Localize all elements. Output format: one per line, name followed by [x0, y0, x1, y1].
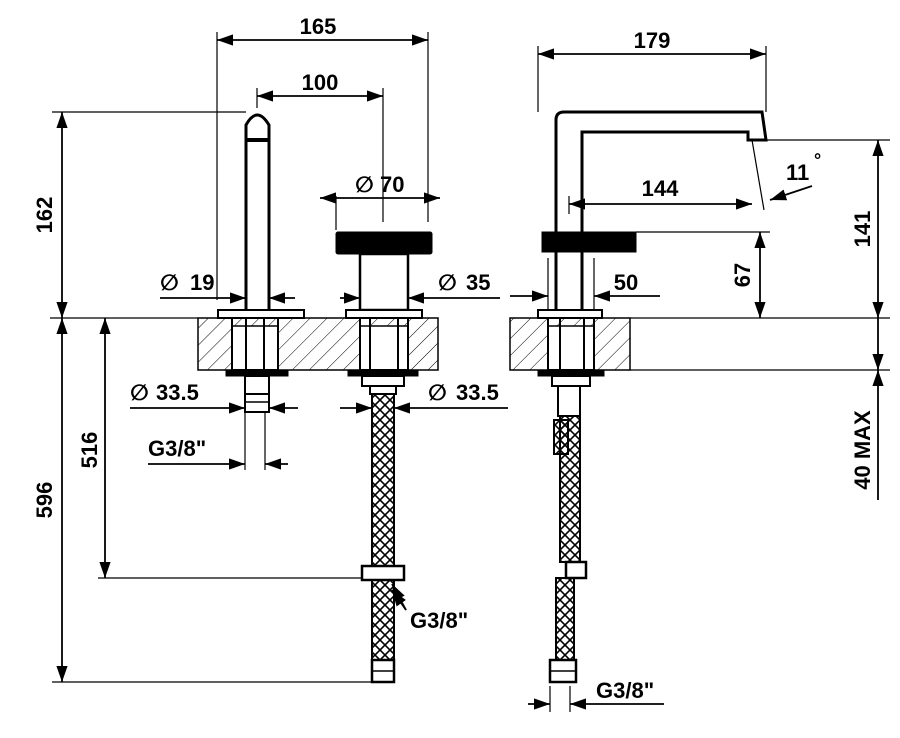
- label-19: 19: [190, 270, 214, 295]
- deck-section-front: [197, 317, 439, 371]
- dim-thread-middle: G3/8": [391, 583, 468, 633]
- label-thread-right: G3/8": [596, 678, 654, 703]
- dim-141: 141: [766, 139, 890, 318]
- diameter-symbol-35: ∅: [438, 270, 457, 295]
- label-thread-middle: G3/8": [410, 608, 468, 633]
- label-162: 162: [32, 197, 57, 234]
- dim-144: 144: [568, 176, 752, 214]
- dim-diameter-35: ∅ 35: [340, 270, 500, 304]
- dim-516: 516: [77, 318, 362, 579]
- handle-front: [335, 231, 433, 395]
- dim-diameter-19: ∅ 19: [160, 270, 295, 304]
- dim-165: 165: [216, 14, 429, 300]
- spout-front: [217, 113, 305, 413]
- dim-50: 50: [510, 258, 660, 310]
- label-70: 70: [380, 172, 404, 197]
- dim-thread-left: G3/8": [148, 412, 288, 470]
- dim-162: 162: [32, 111, 246, 318]
- label-11: 11: [786, 160, 809, 185]
- dim-100: 100: [256, 70, 384, 222]
- dim-thread-right: G3/8": [528, 678, 664, 712]
- label-50: 50: [614, 270, 638, 295]
- label-516: 516: [77, 432, 102, 469]
- label-33-5-right: 33.5: [456, 380, 499, 405]
- label-67: 67: [730, 263, 755, 287]
- dim-596: 596: [32, 318, 372, 683]
- label-144: 144: [642, 176, 679, 201]
- label-thread-left: G3/8": [148, 436, 206, 461]
- label-165: 165: [300, 14, 337, 39]
- dim-diameter-70: ∅ 70: [320, 172, 440, 230]
- label-35: 35: [466, 270, 490, 295]
- label-596: 596: [32, 482, 57, 519]
- dim-angle-11: 11 °: [751, 139, 821, 211]
- label-33-5-left: 33.5: [156, 380, 199, 405]
- dim-diameter-33-5-right: ∅ 33.5: [340, 380, 508, 414]
- diameter-symbol-33-5-right: ∅: [428, 380, 447, 405]
- label-40-max: 40 MAX: [850, 410, 875, 490]
- label-141: 141: [850, 211, 875, 248]
- dim-diameter-33-5-left: ∅ 33.5: [130, 380, 298, 414]
- diameter-symbol-70: ∅: [355, 172, 374, 197]
- dim-67: 67: [636, 231, 770, 318]
- side-view-tap: [537, 110, 768, 684]
- diameter-symbol-33-5-left: ∅: [130, 380, 149, 405]
- label-179: 179: [634, 28, 671, 53]
- label-100: 100: [302, 70, 339, 95]
- dim-179: 179: [537, 28, 767, 112]
- dim-40-max: 40 MAX: [850, 318, 884, 500]
- degree-symbol: °: [814, 150, 821, 170]
- hose-front: [360, 393, 406, 684]
- deck-section-side: [509, 317, 631, 371]
- diameter-symbol-19: ∅: [160, 270, 179, 295]
